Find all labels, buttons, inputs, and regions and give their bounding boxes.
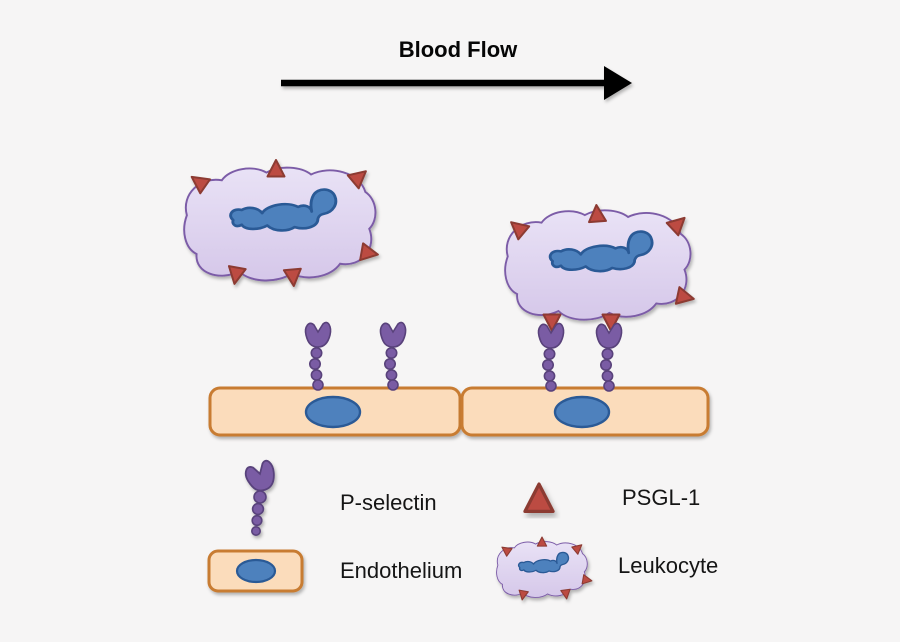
leukocyte-cell-body	[184, 168, 375, 281]
psgl1-triangle-icon	[282, 267, 304, 288]
legend-label-psgl1: PSGL-1	[622, 485, 701, 510]
endothelium-nucleus	[235, 558, 277, 584]
psgl1-triangle-icon	[674, 286, 697, 309]
leukocyte-free	[184, 159, 381, 288]
endothelium-legend-icon	[207, 549, 304, 593]
pselectin-psgl1-bond	[597, 313, 622, 392]
p-selectin-legend-icon	[242, 458, 280, 536]
endothelium-layer	[208, 386, 710, 437]
legend-label-endothelium: Endothelium	[340, 558, 463, 583]
p-selectin-icon	[539, 323, 564, 391]
p-selectin-icon	[597, 323, 622, 391]
endothelium-nucleus	[304, 395, 362, 429]
legend-label-p-selectin: P-selectin	[340, 490, 437, 515]
blood-flow-label: Blood Flow	[398, 37, 518, 62]
legend-label-leukocyte: Leukocyte	[618, 553, 719, 578]
pselectin-psgl1-bond	[539, 313, 564, 392]
p-selectin-icon	[306, 322, 331, 390]
leukocyte-cell-body	[505, 210, 690, 319]
leukocyte-tethered	[504, 203, 697, 319]
blood-flow-arrow	[281, 66, 632, 100]
psgl1-legend-icon	[523, 482, 555, 514]
p-selectin-icon	[381, 322, 406, 390]
endothelium-nucleus	[553, 395, 611, 429]
leukocyte-legend-icon	[497, 536, 594, 602]
